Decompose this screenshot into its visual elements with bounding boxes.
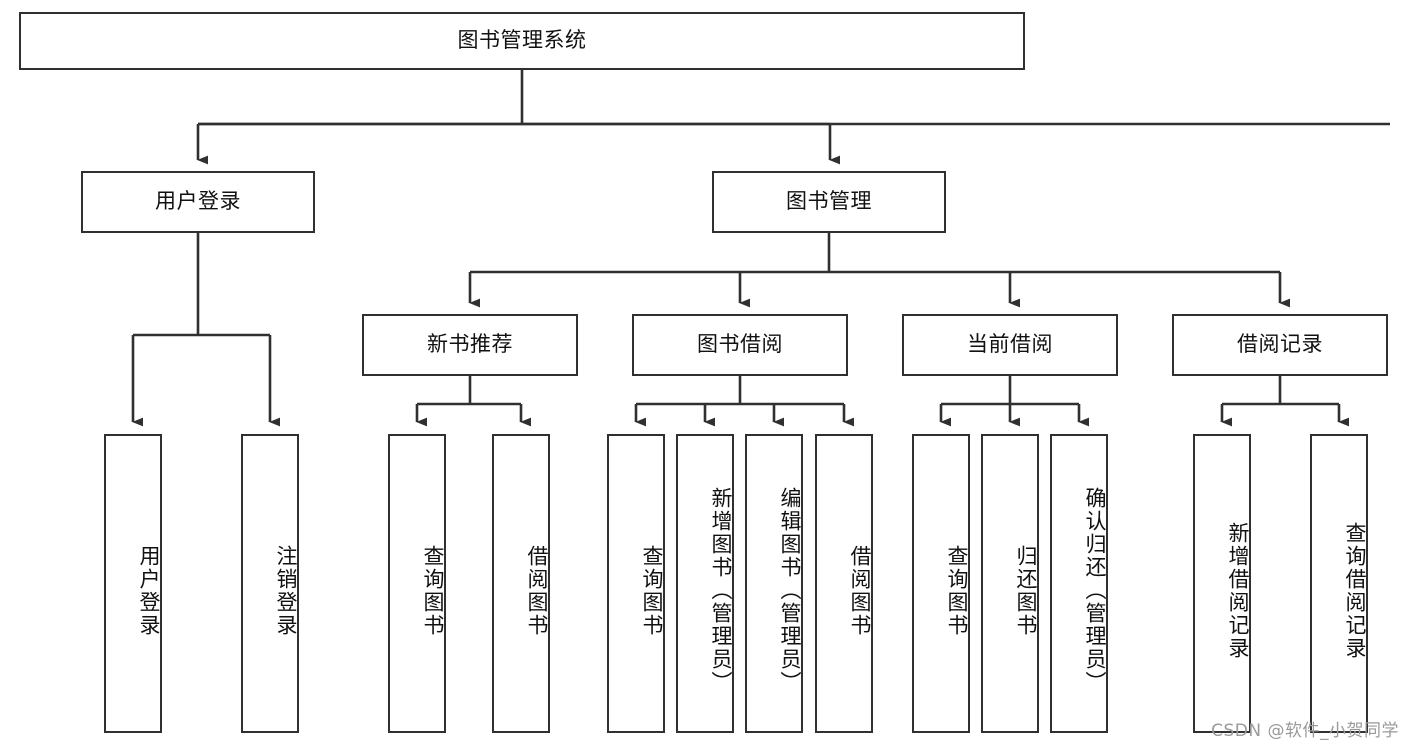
leaf-current-borrow-query[interactable]: 查询图书 <box>912 434 970 733</box>
node-label: 查询图书 <box>945 544 969 637</box>
leaf-new-book-borrow[interactable]: 借阅图书 <box>492 434 550 733</box>
node-label: 新书推荐 <box>427 332 513 357</box>
leaf-book-borrow-add[interactable]: 新增图书（管理员） <box>676 434 734 733</box>
node-label: 新增图书（管理员） <box>709 487 733 694</box>
node-label: 编辑图书（管理员） <box>778 487 802 694</box>
node-book-management-system[interactable]: 图书管理系统 <box>19 12 1025 70</box>
node-label: 当前借阅 <box>967 332 1053 357</box>
node-label: 图书管理 <box>786 189 872 214</box>
node-user-login[interactable]: 用户登录 <box>81 171 315 233</box>
leaf-borrow-record-query[interactable]: 查询借阅记录 <box>1310 434 1368 733</box>
node-label: 图书借阅 <box>697 332 783 357</box>
node-label: 归还图书 <box>1014 544 1038 637</box>
leaf-user-login-signin[interactable]: 用户登录 <box>104 434 162 733</box>
leaf-book-borrow-lend[interactable]: 借阅图书 <box>815 434 873 733</box>
leaf-book-borrow-edit[interactable]: 编辑图书（管理员） <box>745 434 803 733</box>
leaf-user-login-signout[interactable]: 注销登录 <box>241 434 299 733</box>
node-label: 借阅图书 <box>848 544 872 637</box>
node-label: 查询图书 <box>421 544 445 637</box>
node-label: 用户登录 <box>137 544 161 637</box>
node-new-book-recommend[interactable]: 新书推荐 <box>362 314 578 376</box>
node-borrow-record[interactable]: 借阅记录 <box>1172 314 1388 376</box>
leaf-borrow-record-add[interactable]: 新增借阅记录 <box>1193 434 1251 733</box>
leaf-book-borrow-query[interactable]: 查询图书 <box>607 434 665 733</box>
watermark: CSDN @软件_小贺同学 <box>1211 721 1399 741</box>
node-label: 注销登录 <box>274 544 298 637</box>
leaf-current-borrow-return[interactable]: 归还图书 <box>981 434 1039 733</box>
node-label: 用户登录 <box>155 189 241 214</box>
node-label: 新增借阅记录 <box>1226 521 1250 660</box>
node-label: 借阅图书 <box>525 544 549 637</box>
node-label: 借阅记录 <box>1237 332 1323 357</box>
node-book-management[interactable]: 图书管理 <box>712 171 946 233</box>
node-label: 确认归还（管理员） <box>1083 487 1107 694</box>
leaf-new-book-query[interactable]: 查询图书 <box>388 434 446 733</box>
leaf-current-borrow-confirm[interactable]: 确认归还（管理员） <box>1050 434 1108 733</box>
node-current-borrow[interactable]: 当前借阅 <box>902 314 1118 376</box>
node-label: 图书管理系统 <box>457 28 587 53</box>
node-book-borrow[interactable]: 图书借阅 <box>632 314 848 376</box>
node-label: 查询借阅记录 <box>1343 521 1367 660</box>
node-label: 查询图书 <box>640 544 664 637</box>
